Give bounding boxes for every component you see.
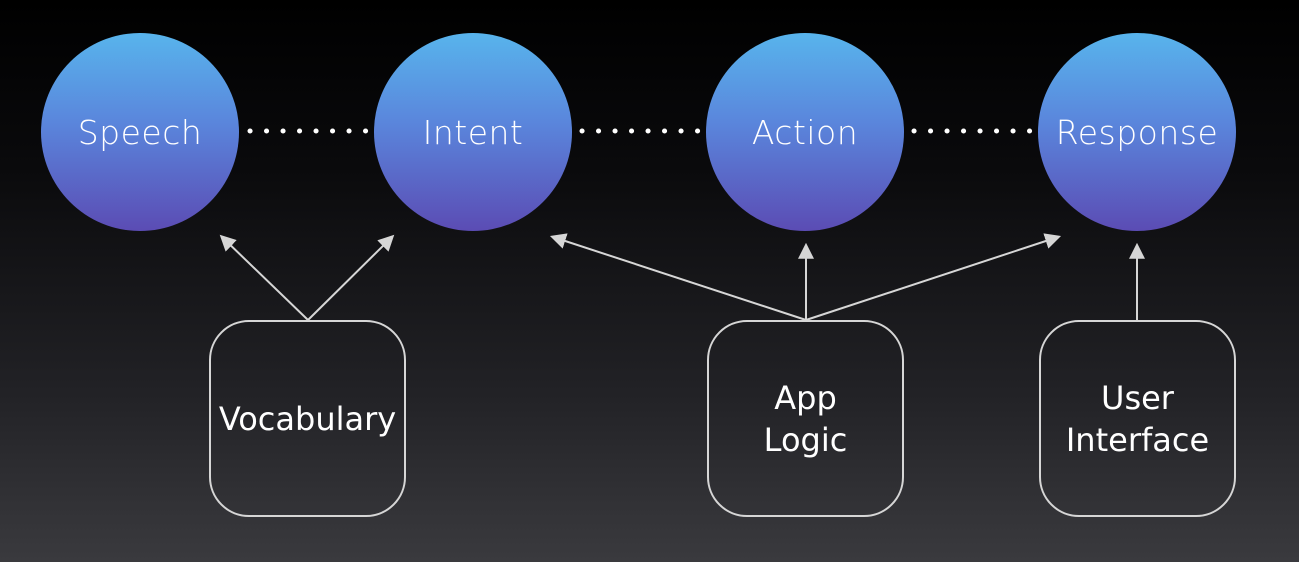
source-vocabulary: Vocabulary (209, 320, 406, 517)
source-user-interface: User Interface (1039, 320, 1236, 517)
node-intent: Intent (374, 33, 572, 231)
node-intent-label: Intent (422, 112, 524, 152)
arrow-app-logic-to-intent (549, 233, 807, 321)
source-vocabulary-label: Vocabulary (218, 399, 397, 438)
arrow-vocabulary-to-speech (219, 234, 309, 321)
source-user-interface-label: User Interface (1065, 378, 1210, 459)
node-response-label: Response (1055, 112, 1219, 152)
arrow-app-logic-to-response (805, 233, 1062, 321)
arrow-vocabulary-to-intent (307, 234, 395, 321)
source-app-logic-label: App Logic (763, 378, 848, 459)
node-action: Action (706, 33, 904, 231)
node-action-label: Action (751, 112, 859, 152)
node-response: Response (1038, 33, 1236, 231)
node-speech-label: Speech (77, 112, 203, 152)
node-speech: Speech (41, 33, 239, 231)
source-app-logic: App Logic (707, 320, 904, 517)
